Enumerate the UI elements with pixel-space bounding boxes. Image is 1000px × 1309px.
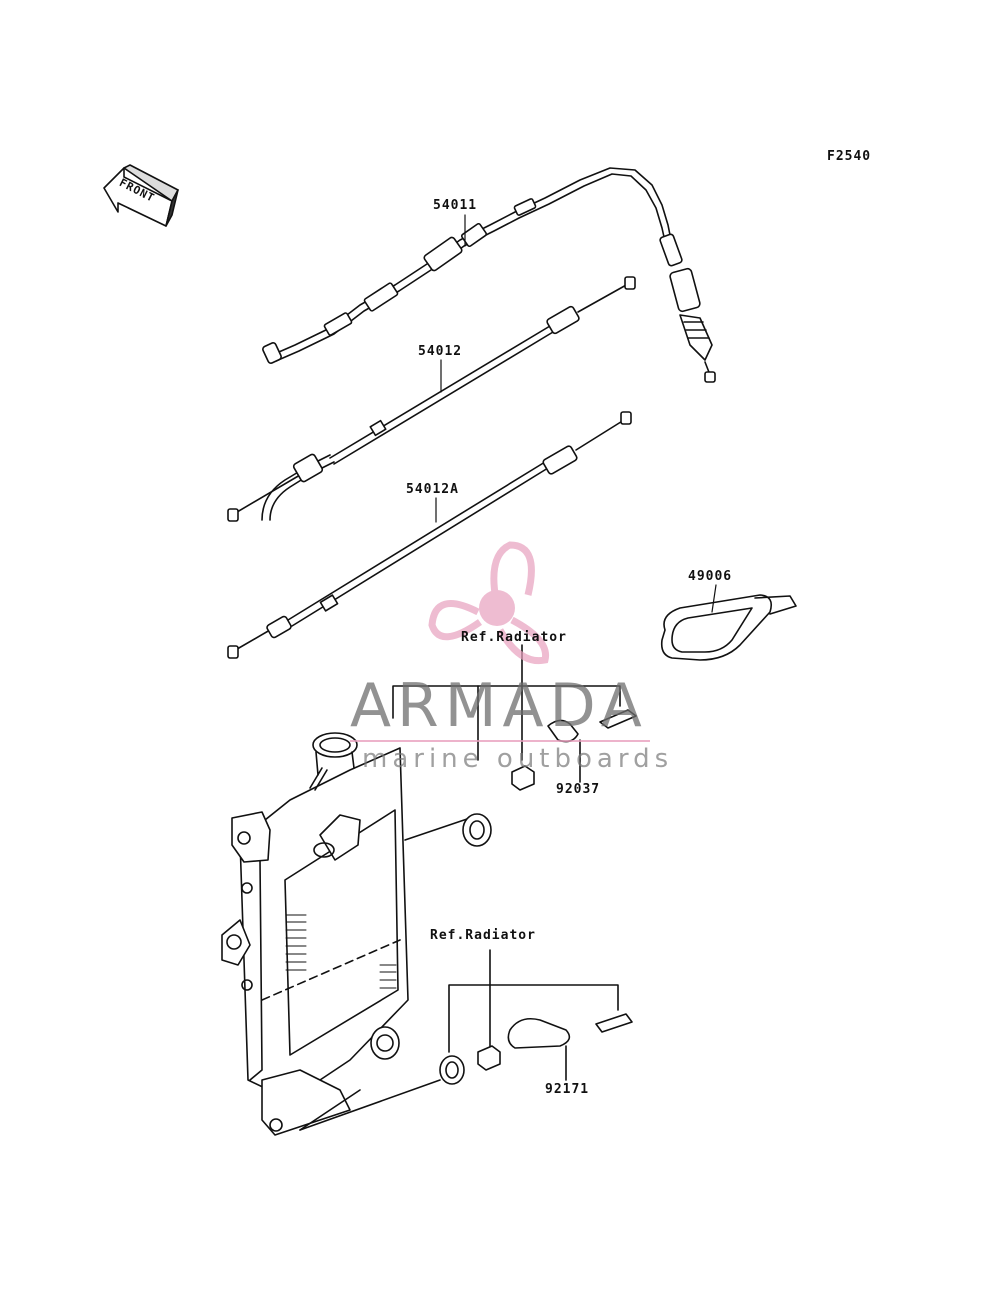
top-mount-group <box>392 644 637 847</box>
watermark-divider <box>350 740 650 742</box>
bottom-mount-group <box>299 949 633 1131</box>
part-label-54012a[interactable]: 54012A <box>406 482 459 497</box>
radiator <box>221 732 409 1136</box>
part-label-92037[interactable]: 92037 <box>556 782 601 797</box>
cable-54012 <box>227 276 636 522</box>
ref-radiator-bottom[interactable]: Ref.Radiator <box>430 928 536 943</box>
figure-code: F2540 <box>827 149 872 164</box>
watermark-logo-icon <box>428 541 550 665</box>
part-label-54012[interactable]: 54012 <box>418 344 463 359</box>
part-label-49006[interactable]: 49006 <box>688 569 733 584</box>
cable-54012a <box>227 411 632 659</box>
ref-radiator-top[interactable]: Ref.Radiator <box>461 630 567 645</box>
part-label-54011[interactable]: 54011 <box>433 198 478 213</box>
protector-49006 <box>660 594 797 661</box>
cable-54011 <box>262 167 716 383</box>
watermark-subtitle: marine outboards <box>362 744 674 774</box>
leader-lines <box>435 214 717 613</box>
part-label-92171[interactable]: 92171 <box>545 1082 590 1097</box>
watermark-title: ARMADA <box>350 671 648 741</box>
front-arrow-icon <box>103 164 179 227</box>
